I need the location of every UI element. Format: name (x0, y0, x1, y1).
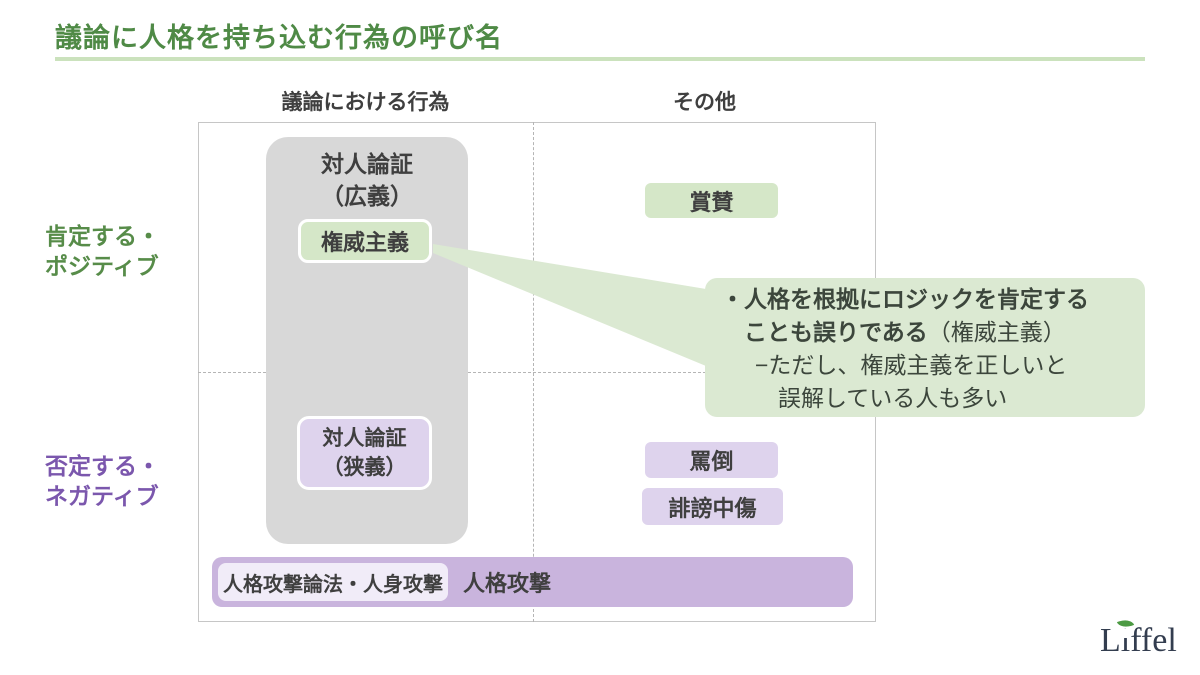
callout-line4: 誤解している人も多い (778, 385, 1008, 411)
row-label-negative-line1: 否定する・ (45, 453, 160, 479)
column-header-discussion: 議論における行為 (281, 91, 450, 114)
chip-narrow-line2: （狭義） (322, 456, 407, 479)
chip-slander: 誹謗中傷 (642, 488, 783, 525)
logo-liffel: Liffel (1100, 622, 1177, 659)
row-label-positive-line1: 肯定する・ (45, 223, 160, 249)
row-label-positive-line2: ポジティブ (45, 253, 159, 279)
title-underline (55, 57, 1145, 61)
chip-taijin-ronsho-narrow: 対人論証 （狭義） (297, 416, 432, 490)
group-title-line2: （広義） (321, 183, 413, 209)
bottom-bar-chip: 人格攻撃論法・人身攻撃 (218, 563, 448, 601)
row-label-negative-line2: ネガティブ (45, 483, 159, 509)
group-title-line1: 対人論証 (321, 151, 413, 177)
group-box-title: 対人論証 （広義） (266, 148, 468, 212)
column-header-other: その他 (673, 91, 736, 114)
chip-narrow-line1: 対人論証 (322, 427, 407, 450)
bottom-bar-label: 人格攻撃 (463, 571, 552, 596)
horizontal-dashed-divider (198, 372, 876, 373)
callout-line3: −ただし、権威主義を正しいと (755, 352, 1068, 378)
logo-dot-patch (1121, 629, 1130, 638)
row-label-positive: 肯定する・ ポジティブ (45, 221, 195, 281)
callout-line2: ことも誤りである（権威主義） (721, 316, 1129, 349)
page-title: 議論に人格を持ち込む行為の呼び名 (55, 23, 503, 53)
chip-narrow-text: 対人論証 （狭義） (323, 424, 407, 482)
chip-authority: 権威主義 (298, 219, 432, 263)
callout-note: ・人格を根拠にロジックを肯定する ことも誤りである（権威主義） −ただし、権威主… (705, 278, 1145, 417)
callout-line2-normal: （権威主義） (927, 319, 1066, 345)
chip-praise: 賞賛 (645, 183, 778, 218)
callout-line1: ・人格を根拠にロジックを肯定する (721, 286, 1089, 312)
chip-abuse: 罵倒 (645, 442, 778, 478)
callout-line2-bold: ことも誤りである (744, 319, 928, 345)
row-label-negative: 否定する・ ネガティブ (45, 451, 195, 511)
